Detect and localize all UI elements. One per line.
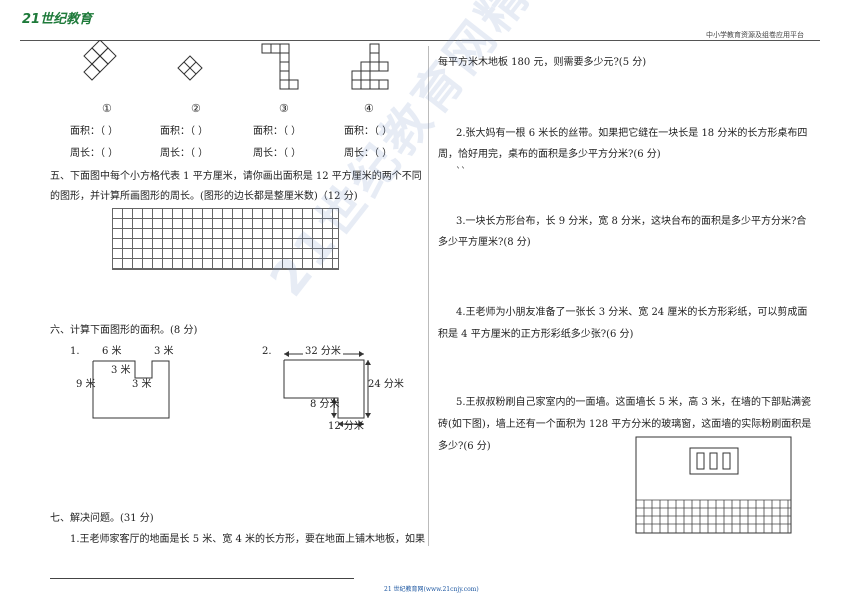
q1-continued: 每平方米木地板 180 元，则需要多少元?(5 分)	[438, 57, 647, 68]
perimeter-blank-3[interactable]: 周长：（ ）	[253, 148, 302, 159]
fig1-top-left-label: 6 米	[102, 346, 122, 357]
perimeter-blank-2[interactable]: 周长：（ ）	[160, 148, 209, 159]
q5-line1: 5.王叔叔粉刷自己家室内的一面墙。这面墙长 5 米，高 3 米，在墙的下部贴满瓷	[456, 397, 811, 408]
shape-label-2: ②	[191, 102, 201, 115]
platform-label: 中小学教育资源及组卷应用平台	[706, 31, 804, 39]
section7-title: 七、解决问题。(31 分)	[50, 513, 154, 524]
fig2-bottom-label: 12 分米	[328, 421, 364, 432]
fig2-right-label: 24 分米	[368, 379, 404, 390]
site-logo: 21世纪教育	[22, 12, 93, 27]
q4-line2: 积是 4 平方厘米的正方形彩纸多少张?(6 分)	[438, 329, 634, 340]
area-blank-3[interactable]: 面积：（ ）	[253, 126, 302, 137]
q4-line1: 4.王老师为小朋友准备了一张长 3 分米、宽 24 厘米的长方形彩纸，可以剪成面	[456, 307, 808, 318]
fig1-top-right-label: 3 米	[154, 346, 174, 357]
q3-line1: 3.一块长方形台布，长 9 分米，宽 8 分米，这块台布的面积是多少平方分米?合	[456, 216, 807, 227]
shape-label-4: ④	[364, 102, 374, 115]
q3-line2: 多少平方厘米?(8 分)	[438, 237, 531, 248]
shape-2	[177, 55, 203, 81]
header-rule	[20, 40, 820, 41]
q2-line1: 2.张大妈有一根 6 米长的丝带。如果把它缝在一块长是 18 分米的长方形桌布四	[456, 128, 808, 139]
shapes-figures	[83, 40, 389, 90]
fig1-shape	[92, 360, 170, 419]
footer-rule	[50, 578, 354, 579]
shape-4	[351, 43, 389, 90]
section5-line1: 五、下面图中每个小方格代表 1 平方厘米，请你画出面积是 12 平方厘米的两个不…	[50, 171, 422, 182]
fig2-number: 2.	[262, 346, 272, 357]
fig1-notch-label: 3 米	[111, 365, 131, 376]
q2-line2: 周，恰好用完，桌布的面积是多少平方分米?(6 分)	[438, 149, 661, 160]
shape-1	[83, 40, 117, 81]
shape-3	[261, 43, 299, 90]
shape-label-1: ①	[102, 102, 112, 115]
q5-line3: 多少?(6 分)	[438, 441, 491, 452]
fig2-mid-label: 8 分米	[310, 399, 340, 410]
fig1-notch-bottom-label: 3 米	[132, 379, 152, 390]
wall-figure	[635, 436, 792, 534]
section7-q1-line1: 1.王老师家客厅的地面是长 5 米、宽 4 米的长方形，要在地面上铺木地板，如果	[70, 534, 425, 545]
tile-grid	[636, 499, 791, 533]
section6-title: 六、计算下面图形的面积。(8 分)	[50, 325, 198, 336]
column-divider	[428, 46, 429, 546]
area-blank-4[interactable]: 面积：（ ）	[344, 126, 393, 137]
section5-line2: 的图形，并计算所画图形的周长。(图形的边长都是整厘米数)（12 分)	[50, 191, 358, 202]
perimeter-blank-4[interactable]: 周长：（ ）	[344, 148, 393, 159]
shape-label-3: ③	[279, 102, 289, 115]
fig1-number: 1.	[70, 346, 80, 357]
footer-link[interactable]: 21 世纪教育网(www.21cnjy.com)	[384, 586, 479, 593]
fig2-top-label: 32 分米	[303, 345, 343, 359]
fig1-left-label: 9 米	[76, 379, 96, 390]
q5-line2: 砖(如下图)，墙上还有一个面积为 128 平方分米的玻璃窗，这面墙的实际粉刷面积…	[438, 419, 812, 430]
area-blank-1[interactable]: 面积：（ ）	[70, 126, 119, 137]
q2-mark: ``	[456, 167, 466, 178]
window-rect	[689, 447, 739, 475]
drawing-grid[interactable]	[112, 208, 339, 270]
perimeter-blank-1[interactable]: 周长：（ ）	[70, 148, 119, 159]
area-blank-2[interactable]: 面积：（ ）	[160, 126, 209, 137]
